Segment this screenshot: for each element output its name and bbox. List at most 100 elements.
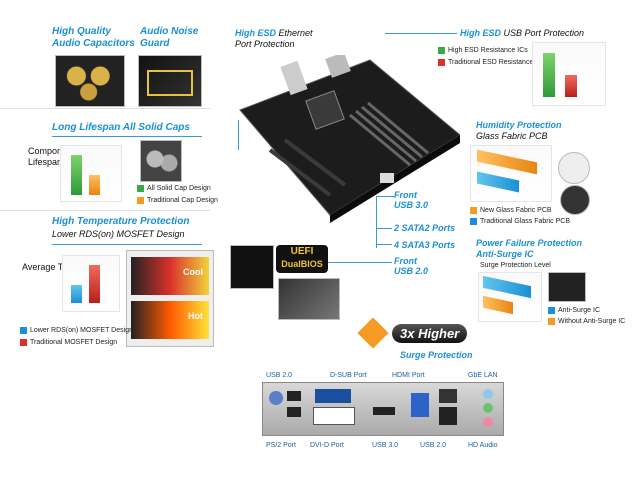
solid-caps-axis-line2: Lifespan xyxy=(28,157,63,167)
front-usb3-label: Front USB 3.0 xyxy=(394,190,428,210)
connector-line xyxy=(376,244,392,245)
audio-capacitor-photo xyxy=(55,55,125,107)
front-usb3-line2: USB 3.0 xyxy=(394,200,429,210)
power-failure-legend: Anti-Surge IC Without Anti-Surge IC xyxy=(548,305,625,327)
high-temp-title-line2: Lower RDS(on) MOSFET Design xyxy=(52,229,185,239)
esd-usb-bar-high xyxy=(543,53,555,97)
audio-noise-title-line1: Audio Noise xyxy=(140,26,199,37)
humidity-legend: New Glass Fabric PCB Traditional Glass F… xyxy=(470,205,570,227)
esd-ethernet-highlight: High ESD xyxy=(235,28,277,38)
humidity-title: Humidity Protection Glass Fabric PCB xyxy=(476,120,562,142)
audio-caps-title: High Quality Audio Capacitors xyxy=(52,26,135,50)
solid-caps-legend1: All Solid Cap Design xyxy=(147,185,211,192)
esd-ethernet-text: Ethernet xyxy=(276,28,313,38)
front-usb2-label: Front USB 2.0 xyxy=(394,256,428,276)
esd-usb-legend1: High ESD Resistance ICs xyxy=(448,47,528,54)
io-label-dsub: D-SUB Port xyxy=(330,372,367,379)
audio-jack-green xyxy=(483,403,493,413)
connector-line xyxy=(376,196,394,197)
sata3-label: 4 SATA3 Ports xyxy=(394,240,456,250)
red-legend-swatch xyxy=(20,338,27,346)
io-label-gbe: GbE LAN xyxy=(468,372,498,379)
io-label-usb3: USB 3.0 xyxy=(372,442,399,449)
section-divider xyxy=(0,108,210,109)
audio-noise-guard-photo xyxy=(138,55,202,107)
audio-jack-pink xyxy=(483,417,493,427)
esd-usb-chart xyxy=(532,42,606,106)
power-failure-title-line2: Anti-Surge IC xyxy=(476,249,534,259)
audio-noise-title: Audio Noise Guard xyxy=(140,26,198,50)
green-legend-swatch xyxy=(137,184,144,192)
front-usb2-line1: Front xyxy=(394,256,417,266)
connector-line xyxy=(376,196,377,248)
esd-usb-highlight: High ESD xyxy=(460,28,502,38)
esd-ethernet-title: High ESD Ethernet Port Protection xyxy=(235,28,313,50)
lan-port xyxy=(439,389,457,403)
humidity-bar-traditional xyxy=(477,171,519,193)
solid-caps-chart xyxy=(60,145,122,202)
humidity-title-line1: Humidity Protection xyxy=(476,120,562,130)
high-temp-bar-lower xyxy=(71,285,82,303)
dualbios-chip-photo xyxy=(278,278,340,320)
esd-usb-title: High ESD USB Port Protection xyxy=(460,28,584,38)
high-temp-chart xyxy=(62,255,120,312)
connector-line xyxy=(320,262,392,263)
solid-caps-legend2: Traditional Cap Design xyxy=(147,197,218,204)
usb2-rear-ports xyxy=(439,407,457,425)
power-failure-chart xyxy=(478,272,542,322)
esd-usb-legend: High ESD Resistance ICs Traditional ESD … xyxy=(438,45,546,69)
humidity-zoom-a xyxy=(558,152,590,184)
humidity-zoom-b xyxy=(560,185,590,215)
humidity-bar-new xyxy=(477,149,537,175)
blue-legend-swatch xyxy=(20,326,27,334)
green-legend-swatch xyxy=(438,46,445,54)
io-label-usb2-top: USB 2.0 xyxy=(266,372,293,379)
front-usb2-line2: USB 2.0 xyxy=(394,266,429,276)
lightning-icon xyxy=(357,317,389,349)
motherboard-drawing xyxy=(239,52,461,223)
solid-caps-axis-line1: Component xyxy=(28,146,75,156)
esd-ethernet-line2: Port Protection xyxy=(235,39,295,49)
humidity-legend1: New Glass Fabric PCB xyxy=(480,207,552,214)
power-failure-bar-anti-surge xyxy=(483,275,531,299)
usb2-port-top xyxy=(287,391,301,401)
orange-legend-swatch xyxy=(470,206,477,214)
audio-caps-title-line1: High Quality xyxy=(52,26,111,37)
esd-usb-text: USB Port Protection xyxy=(501,28,585,38)
power-failure-title-line1: Power Failure Protection xyxy=(476,238,583,248)
mosfet-thermal-photos: Cool Hot xyxy=(126,250,214,347)
power-failure-legend2: Without Anti-Surge IC xyxy=(558,318,626,325)
audio-noise-title-line2: Guard xyxy=(140,38,170,49)
surge-badge: 3x Higher xyxy=(392,324,468,343)
power-failure-axis: Surge Protection Level xyxy=(480,262,551,269)
esd-usb-legend2: Traditional ESD Resistance ICs xyxy=(448,59,546,66)
anti-surge-ic-photo xyxy=(548,272,586,302)
section-divider xyxy=(0,210,210,211)
high-temp-divider xyxy=(52,244,202,245)
high-temp-axis: Average Temp xyxy=(22,262,80,272)
uefi-line2: DualBIOS xyxy=(281,259,323,269)
io-label-hdmi: HDMI Port xyxy=(392,372,425,379)
io-label-hd-audio: HD Audio xyxy=(468,442,498,449)
thermal-cool-label: Cool xyxy=(183,267,203,277)
solid-caps-bar-traditional xyxy=(89,175,100,195)
solid-caps-title: Long Lifespan All Solid Caps xyxy=(52,122,190,133)
power-failure-title: Power Failure Protection Anti-Surge IC xyxy=(476,238,582,260)
usb2-port-bottom xyxy=(287,407,301,417)
orange-legend-swatch xyxy=(137,196,144,204)
thermal-cool-photo: Cool xyxy=(131,257,209,295)
high-temp-title: High Temperature Protection Lower RDS(on… xyxy=(52,216,189,240)
audio-jack-blue xyxy=(483,389,493,399)
power-failure-legend1: Anti-Surge IC xyxy=(558,307,601,314)
io-label-usb2-bottom: USB 2.0 xyxy=(420,442,447,449)
ps2-port xyxy=(269,391,283,405)
solid-cap-photo xyxy=(140,140,182,182)
front-usb3-line1: Front xyxy=(394,190,417,200)
power-failure-bar-without xyxy=(483,295,513,315)
io-label-ps2: PS/2 Port xyxy=(266,442,296,449)
blue-legend-swatch xyxy=(470,217,477,225)
surge-label: Surge Protection xyxy=(400,350,473,360)
connector-line xyxy=(238,120,239,150)
high-temp-bar-traditional xyxy=(89,265,100,303)
humidity-chart xyxy=(470,145,552,202)
